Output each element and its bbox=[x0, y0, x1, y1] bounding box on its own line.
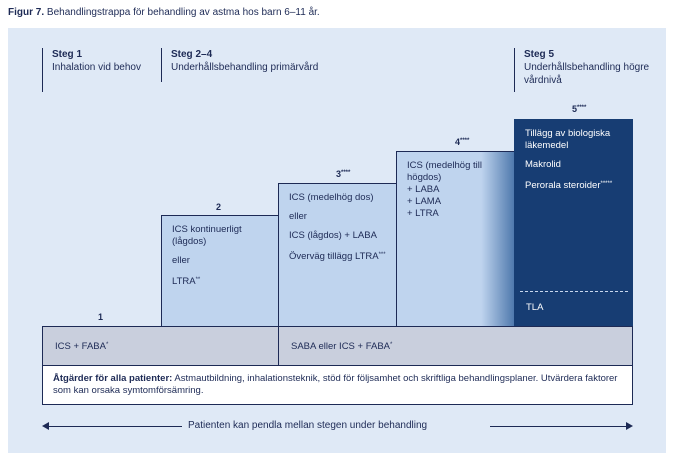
step-number-5: 5**** bbox=[572, 104, 587, 114]
step-number-3: 3**** bbox=[336, 169, 351, 179]
reliever-row: ICS + FABA* SABA eller ICS + FABA* bbox=[42, 326, 633, 366]
step-number-2: 2 bbox=[216, 202, 222, 212]
arrow-left-icon bbox=[42, 422, 49, 430]
reliever-step-1: ICS + FABA* bbox=[55, 341, 109, 352]
step-4-box: ICS (medelhög till högdos) + LABA + LAMA… bbox=[396, 151, 515, 327]
step-2-option-1: ICS kontinuerligt (lågdos) bbox=[172, 224, 242, 247]
step-3-option-2: ICS (lågdos) + LABA bbox=[289, 230, 377, 241]
step-4-base: ICS (medelhög till högdos) bbox=[407, 160, 482, 183]
step-4-ltra: + LTRA bbox=[407, 208, 439, 219]
steg-1-header: Steg 1 Inhalation vid behov bbox=[52, 49, 141, 73]
steg-5-rule bbox=[514, 48, 515, 92]
step-3-addon: Överväg tillägg LTRA*** bbox=[289, 251, 386, 262]
steg-5-header: Steg 5 Underhållsbehandling högre vårdni… bbox=[524, 49, 650, 86]
reliever-step-2-5: SABA eller ICS + FABA* bbox=[291, 341, 393, 352]
step-5-box: Tillägg av biologiska läkemedel Makrolid… bbox=[514, 119, 633, 327]
arrow-line-left bbox=[48, 426, 182, 427]
steg-2-4-rule bbox=[161, 48, 162, 82]
step-number-1: 1 bbox=[98, 312, 104, 322]
step-5-dashed-divider bbox=[520, 291, 628, 292]
step-5-oral-steroids: Perorala steroider***** bbox=[525, 180, 613, 191]
step-3-or: eller bbox=[289, 211, 307, 222]
steg-1-rule bbox=[42, 48, 43, 92]
step-2-box: ICS kontinuerligt (lågdos) eller LTRA** bbox=[161, 215, 279, 327]
step-2-option-2: LTRA** bbox=[172, 276, 201, 287]
step-4-laba: + LABA bbox=[407, 184, 440, 195]
all-patients-row: Åtgärder för alla patienter: Astmautbild… bbox=[42, 365, 633, 405]
step-5-tla: TLA bbox=[526, 302, 544, 313]
step-3-box: ICS (medelhög dos) eller ICS (lågdos) + … bbox=[278, 183, 397, 327]
steg-2-4-header: Steg 2–4 Underhållsbehandling primärvård bbox=[171, 49, 319, 73]
step-5-biologics: Tillägg av biologiska läkemedel bbox=[525, 128, 611, 151]
pendulum-note: Patienten kan pendla mellan stegen under… bbox=[188, 420, 428, 431]
step-3-option-1: ICS (medelhög dos) bbox=[289, 192, 374, 203]
step-number-4: 4**** bbox=[455, 137, 470, 147]
reliever-row-divider bbox=[278, 327, 279, 365]
figure-caption: Figur 7. Behandlingstrappa för behandlin… bbox=[8, 7, 320, 18]
step-4-lama: + LAMA bbox=[407, 196, 442, 207]
arrow-line-right bbox=[490, 426, 627, 427]
step-2-or: eller bbox=[172, 255, 190, 266]
arrow-right-icon bbox=[626, 422, 633, 430]
step-5-macrolide: Makrolid bbox=[525, 159, 561, 170]
